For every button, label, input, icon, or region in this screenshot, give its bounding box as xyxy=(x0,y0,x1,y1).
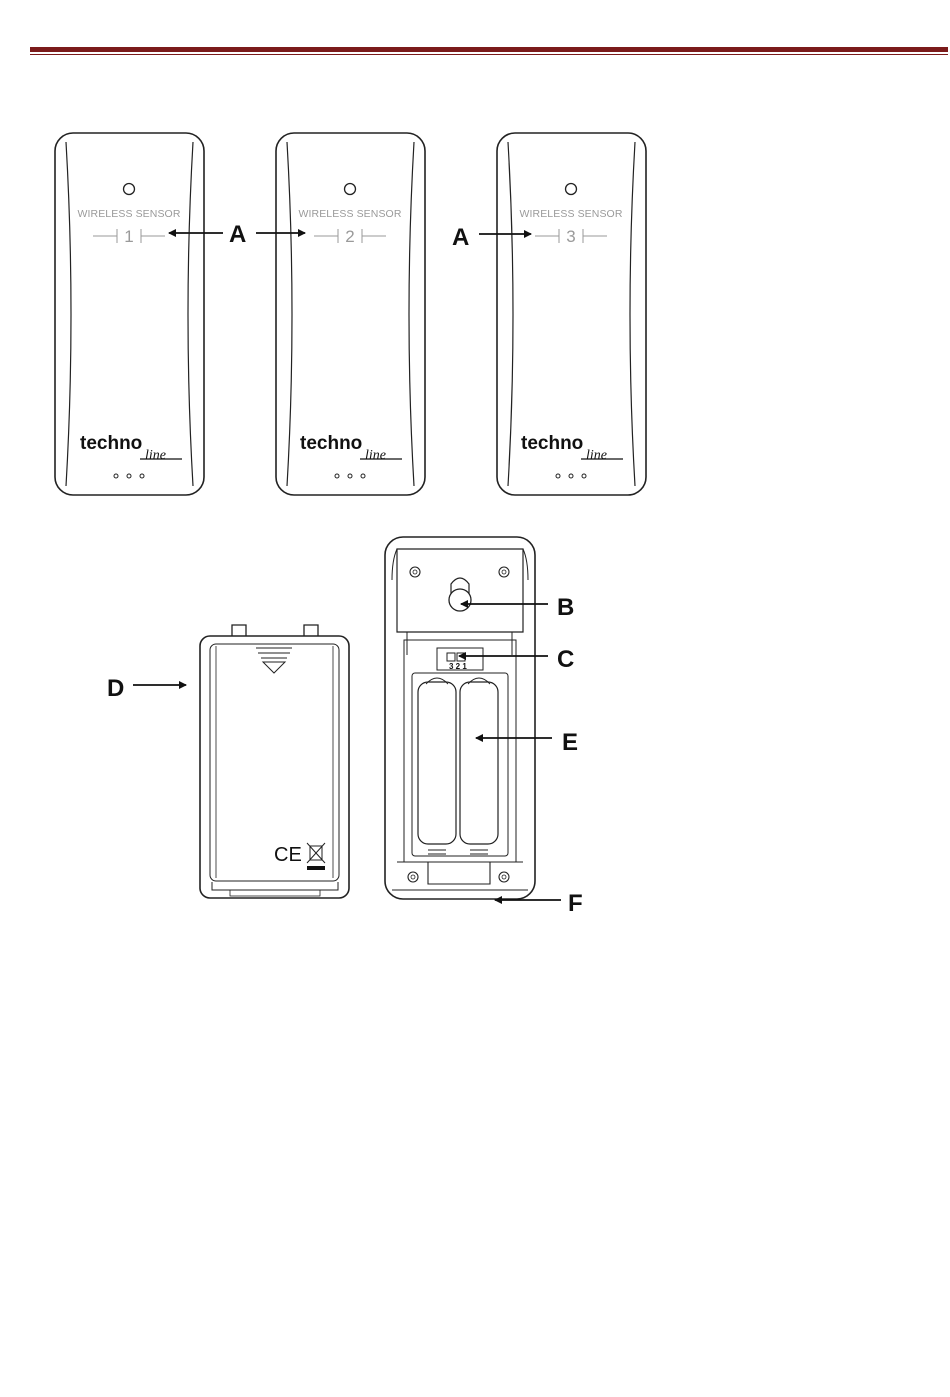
sensor-side-edge-left xyxy=(287,142,292,486)
callout-label-e: E xyxy=(562,729,578,756)
sensor-side-edge-right xyxy=(630,142,635,486)
sensor-caption: WIRELESS SENSOR xyxy=(519,208,622,220)
brand-logo: techno xyxy=(80,433,142,454)
screw-icon xyxy=(499,567,509,577)
sensor-led-icon xyxy=(345,184,356,195)
vent-dot-icon xyxy=(114,474,118,478)
callout-label-a: A xyxy=(229,221,246,248)
screw-icon xyxy=(410,567,420,577)
push-arrow-icon xyxy=(256,648,292,673)
sensor-side-edge-right xyxy=(188,142,193,486)
wall-mount-hole-icon xyxy=(449,578,471,611)
sensor-led-icon xyxy=(566,184,577,195)
sensor-channel-number: 2 xyxy=(345,227,354,246)
sensor-side-edge-left xyxy=(508,142,513,486)
brand-logo-script: line xyxy=(586,448,607,463)
callout-label-c: C xyxy=(557,646,574,673)
brand-logo: techno xyxy=(521,433,583,454)
sensor-side-edge-left xyxy=(66,142,71,486)
vent-dot-icon xyxy=(582,474,586,478)
callout-label-f: F xyxy=(568,890,583,917)
sensor-caption: WIRELESS SENSOR xyxy=(77,208,180,220)
battery-compartment xyxy=(412,673,508,856)
vent-dot-icon xyxy=(348,474,352,478)
screw-icon xyxy=(499,872,509,882)
channel-switch: 3 2 1 xyxy=(437,648,483,671)
ce-mark: CE xyxy=(274,844,302,866)
sensor-channel-number: 1 xyxy=(124,227,133,246)
sensor-led-icon xyxy=(124,184,135,195)
sensor-back-open: 3 2 1 xyxy=(385,537,535,899)
battery-cover: CE xyxy=(200,625,349,898)
sensor-channel-number: 3 xyxy=(566,227,575,246)
vent-dot-icon xyxy=(140,474,144,478)
brand-logo: techno xyxy=(300,433,362,454)
callout-back-group: B C D E F xyxy=(107,594,583,917)
aa-battery-icon xyxy=(418,682,456,844)
vent-dot-icon xyxy=(127,474,131,478)
sensor-front-1: WIRELESS SENSOR 1 techno line xyxy=(55,133,204,495)
vent-dot-icon xyxy=(569,474,573,478)
vent-dot-icon xyxy=(335,474,339,478)
screw-icon xyxy=(408,872,418,882)
callout-label-a: A xyxy=(452,224,469,251)
channel-switch-digits: 3 2 1 xyxy=(449,662,467,671)
sensor-side-edge-right xyxy=(409,142,414,486)
sensor-front-3: WIRELESS SENSOR 3 techno line xyxy=(497,133,646,495)
callout-label-b: B xyxy=(557,594,574,621)
sensor-front-2: WIRELESS SENSOR 2 techno line xyxy=(276,133,425,495)
brand-logo-script: line xyxy=(365,448,386,463)
sensor-caption: WIRELESS SENSOR xyxy=(298,208,401,220)
callout-label-d: D xyxy=(107,675,124,702)
vent-dot-icon xyxy=(361,474,365,478)
aa-battery-icon xyxy=(460,682,498,844)
weee-bin-icon xyxy=(307,843,325,870)
brand-logo-script: line xyxy=(145,448,166,463)
vent-dot-icon xyxy=(556,474,560,478)
